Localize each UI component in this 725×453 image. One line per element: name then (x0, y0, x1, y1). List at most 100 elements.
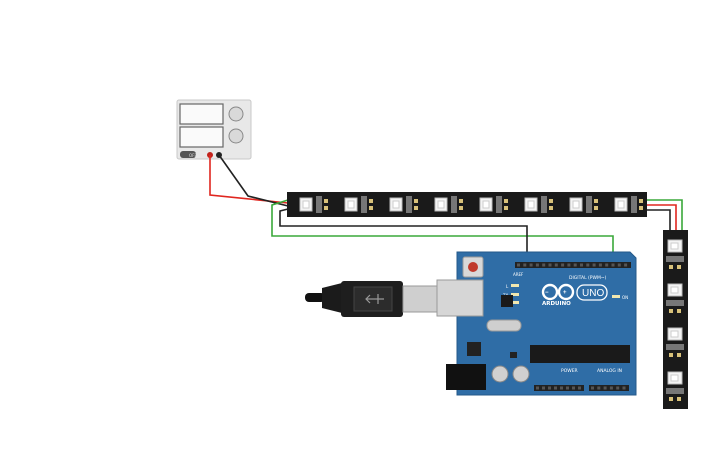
header-pin (542, 386, 545, 390)
neopixel-lens (347, 200, 355, 209)
strip-pad (677, 309, 681, 313)
header-pin (517, 263, 520, 267)
header-pin (611, 263, 615, 267)
strip-pad (669, 397, 673, 401)
uno-model: UNO (582, 288, 604, 299)
header-pin (605, 263, 609, 267)
usb-jack (436, 279, 484, 317)
reset-button-icon (468, 262, 478, 272)
header-pin (598, 263, 602, 267)
strip-pad (677, 353, 681, 357)
neopixel-lens (670, 330, 679, 338)
strip-pad (324, 199, 328, 203)
header-pin (523, 263, 527, 267)
neopixel-lens (482, 200, 490, 209)
header-pin (603, 386, 607, 390)
power-header[interactable] (534, 385, 584, 391)
header-pin (554, 263, 558, 267)
strip-capacitor (361, 196, 367, 213)
neopixel-lens (572, 200, 580, 209)
led-strip-horizontal[interactable] (287, 192, 647, 217)
led-on (612, 295, 620, 298)
header-pin (548, 386, 551, 390)
led-l-label: L (506, 284, 509, 289)
wire-black-strip[interactable] (647, 209, 671, 230)
neopixel-lens (670, 286, 679, 294)
logo-plus: + (563, 290, 567, 296)
strip-capacitor (316, 196, 322, 213)
wire-green-strip[interactable] (647, 199, 683, 230)
neopixel-lens (437, 200, 445, 209)
wire-red-strip[interactable] (647, 204, 677, 230)
power-label: POWER (561, 368, 578, 374)
strip-pad (459, 199, 463, 203)
header-pin (597, 386, 601, 390)
analog-label: ANALOG IN (597, 368, 622, 374)
dc-power-jack (446, 364, 486, 390)
wire-green-data[interactable] (271, 199, 614, 262)
voltage-knob[interactable] (228, 106, 244, 122)
capacitor-1 (491, 365, 509, 383)
strip-pad (677, 397, 681, 401)
header-pin (586, 263, 590, 267)
led-tx (511, 293, 519, 296)
power-off-label: OFF (189, 153, 197, 158)
wire-red-psu[interactable] (209, 155, 289, 204)
header-pin (624, 263, 628, 267)
strip-pad (549, 199, 553, 203)
header-pin (592, 263, 596, 267)
header-pin (535, 263, 539, 267)
strip-pad (669, 265, 673, 269)
neopixel-lens (392, 200, 400, 209)
wire-black-psu[interactable] (218, 154, 289, 207)
strip-capacitor (406, 196, 412, 213)
header-pin (560, 386, 563, 390)
power-switch[interactable] (180, 151, 196, 158)
strip-pad (594, 206, 598, 210)
header-pin (554, 386, 557, 390)
header-pin (529, 263, 533, 267)
strip-pad (459, 206, 463, 210)
header-pin (580, 263, 583, 267)
strip-capacitor (666, 300, 684, 306)
header-pin (572, 386, 575, 390)
header-pin (578, 386, 581, 390)
header-pin (573, 263, 577, 267)
header-pin (536, 386, 539, 390)
digital-header[interactable] (515, 262, 631, 268)
header-pin (617, 263, 621, 267)
current-knob[interactable] (228, 128, 244, 144)
digital-label: DIGITAL (PWM~) (569, 275, 607, 281)
capacitor-2 (512, 365, 530, 383)
strip-pad (594, 199, 598, 203)
arduino-brand: ARDUINO (542, 301, 571, 307)
usb-chip (501, 295, 513, 307)
strip-pad (504, 199, 508, 203)
power-supply[interactable]: OFF (176, 99, 252, 160)
analog-header[interactable] (589, 385, 629, 391)
strip-pad (669, 309, 673, 313)
header-pin (616, 386, 620, 390)
small-chip (510, 352, 517, 358)
strip-pad (369, 199, 373, 203)
strip-pad (677, 265, 681, 269)
logo-minus: − (545, 290, 549, 296)
header-pin (542, 263, 546, 267)
wire-black-gnd[interactable] (279, 208, 528, 262)
strip-capacitor (496, 196, 502, 213)
strip-pad (639, 199, 643, 203)
wires (209, 154, 683, 262)
strip-capacitor (631, 196, 637, 213)
strip-pad (639, 206, 643, 210)
header-pin (566, 386, 569, 390)
strip-capacitor (666, 256, 684, 262)
strip-capacitor (586, 196, 592, 213)
current-display (179, 126, 224, 148)
strip-pad (504, 206, 508, 210)
usb-cable-icon[interactable] (305, 281, 438, 317)
led-strip-vertical[interactable] (663, 230, 688, 409)
strip-pad (414, 199, 418, 203)
arduino-uno-board[interactable]: AREF DIGITAL (PWM~) L TX RX − + ARDUINO … (436, 251, 637, 396)
led-l (511, 284, 519, 287)
